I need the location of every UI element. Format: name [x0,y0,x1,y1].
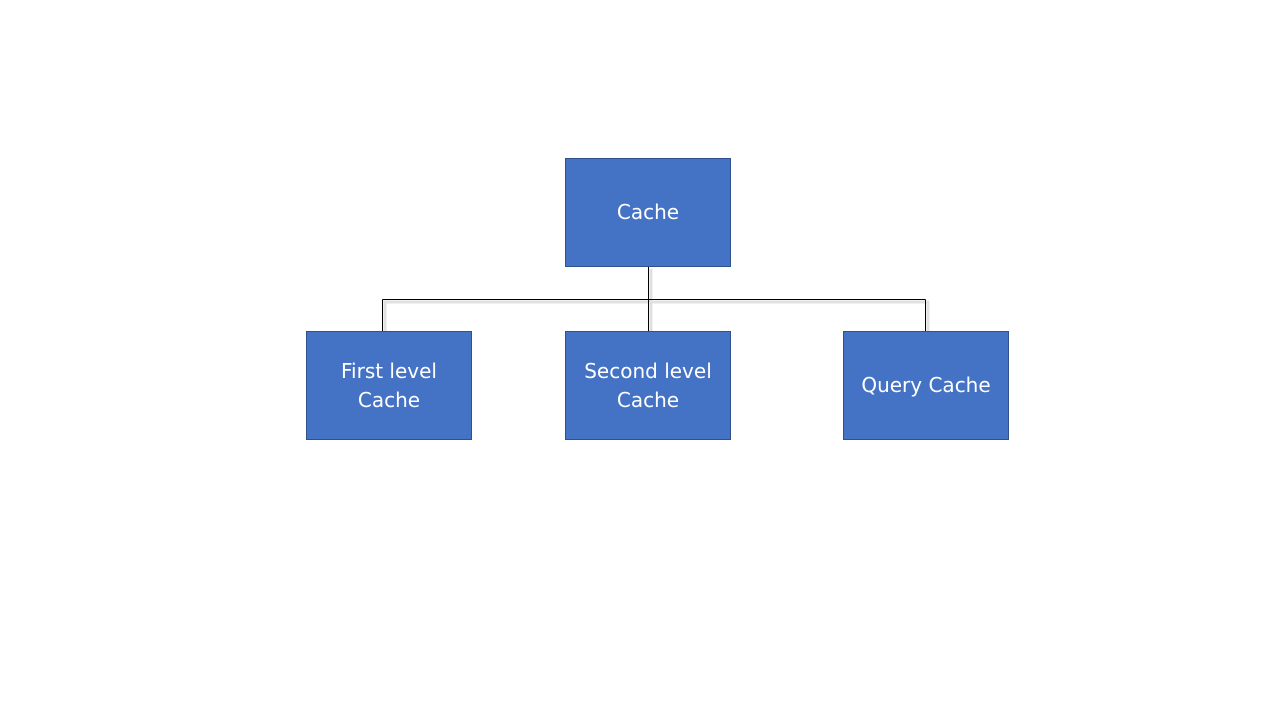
node-query-cache-label: Query Cache [861,373,991,397]
node-first-level-cache-label: First level Cache [340,358,437,412]
node-cache-label: Cache [616,200,680,224]
node-first-level-cache: First level Cache [306,331,472,440]
node-query-cache: Query Cache [843,331,1009,440]
node-second-level-cache: Second level Cache [565,331,731,440]
node-cache: Cache [565,158,731,267]
node-second-level-cache-label: Second level Cache [584,358,712,412]
